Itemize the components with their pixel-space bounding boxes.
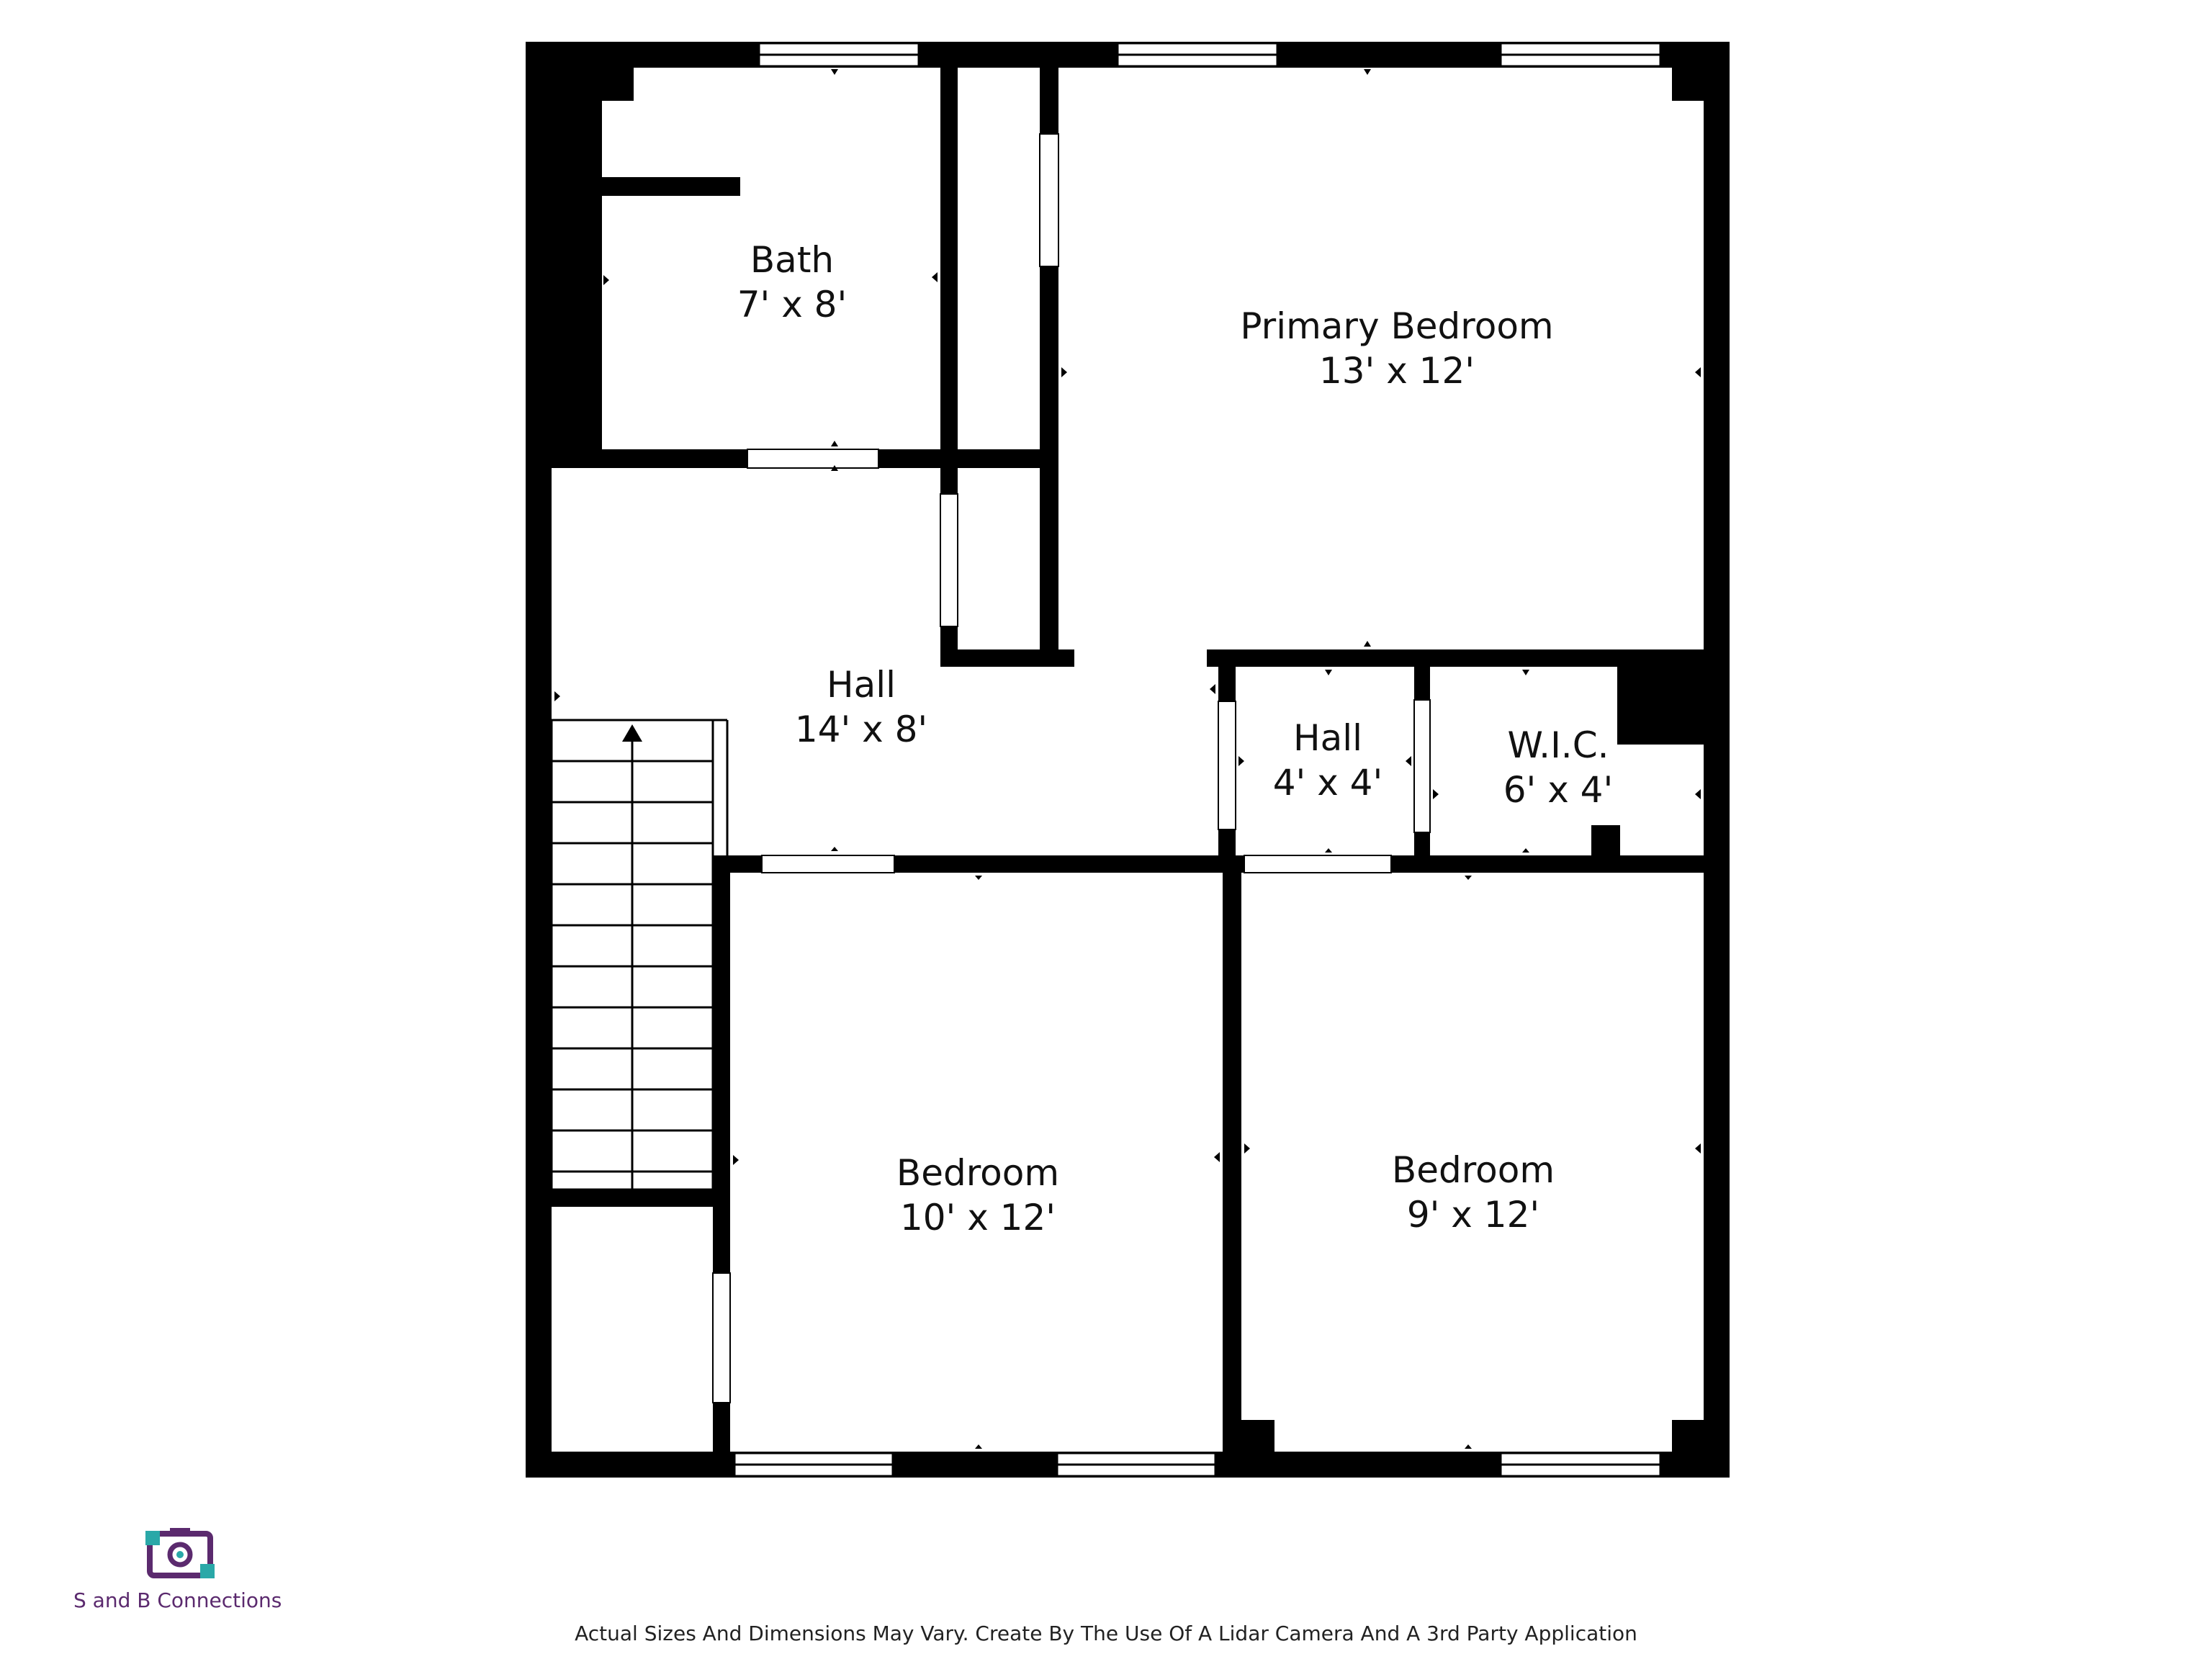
room-dims-bath: 7' x 8' <box>737 284 848 325</box>
room-dims-bedroom-right: 9' x 12' <box>1407 1194 1539 1236</box>
room-dims-bedroom-left: 10' x 12' <box>900 1197 1056 1238</box>
room-dims-primary-bedroom: 13' x 12' <box>1319 350 1475 392</box>
room-dims-hall-main: 14' x 8' <box>795 709 927 750</box>
room-dims-hall-small: 4' x 4' <box>1273 762 1383 804</box>
room-name-bedroom-left: Bedroom <box>896 1152 1059 1194</box>
camera-logo-icon <box>145 1528 215 1578</box>
room-name-wic: W.I.C. <box>1507 724 1609 766</box>
brand-name: S and B Connections <box>73 1588 282 1612</box>
openings <box>712 133 1431 1403</box>
room-name-bedroom-right: Bedroom <box>1392 1149 1555 1191</box>
staircase <box>550 719 729 1191</box>
room-dims-wic: 6' x 4' <box>1503 769 1614 811</box>
interior-walls <box>552 68 1730 1453</box>
windows <box>733 42 1662 1478</box>
stair-up-arrow-icon <box>622 724 642 742</box>
footer-disclaimer: Actual Sizes And Dimensions May Vary. Cr… <box>575 1622 1637 1645</box>
room-name-bath: Bath <box>750 239 834 281</box>
room-name-primary-bedroom: Primary Bedroom <box>1240 305 1553 347</box>
room-name-hall-main: Hall <box>827 664 896 706</box>
dimension-markers <box>554 69 1701 1449</box>
room-name-hall-small: Hall <box>1293 717 1362 759</box>
